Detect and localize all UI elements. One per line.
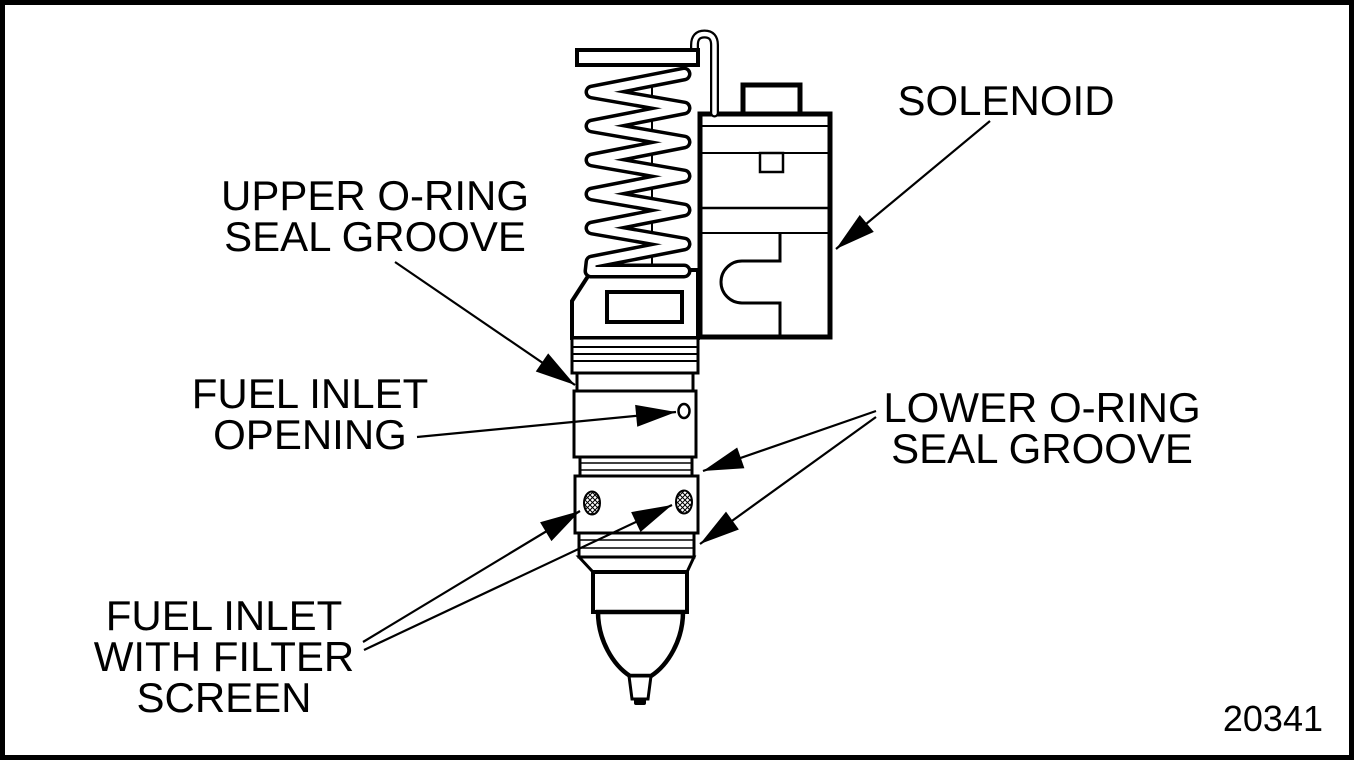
nozzle-tip xyxy=(627,674,653,701)
fuel-inlet-filter-arrow-2 xyxy=(363,504,673,651)
callout-fuel-inlet-filter-screen: FUEL INLET WITH FILTER SCREEN xyxy=(64,592,384,721)
injector-body xyxy=(570,268,700,705)
callout-line: OPENING xyxy=(213,411,407,458)
callout-upper-oring-seal-groove: UPPER O-RING SEAL GROOVE xyxy=(215,172,535,260)
figure-number: 20341 xyxy=(1222,698,1323,739)
callout-arrows xyxy=(362,120,991,651)
callout-line: FUEL INLET xyxy=(105,592,343,639)
callout-lower-oring-seal-groove: LOWER O-RING SEAL GROOVE xyxy=(882,384,1202,472)
lower-oring-arrow-1 xyxy=(702,409,877,473)
fuel-inlet-opening-hole xyxy=(677,402,691,420)
solenoid-assembly xyxy=(697,82,833,340)
solenoid-armature-detail xyxy=(719,233,782,335)
callout-solenoid: SOLENOID xyxy=(876,77,1136,124)
solenoid-arrow xyxy=(835,120,991,250)
spring-retainer-bar xyxy=(575,48,700,67)
lower-oring-arrow-2 xyxy=(699,416,877,545)
injector-body-slot xyxy=(605,290,684,324)
upper-band-section xyxy=(570,336,700,375)
upper-oring-seal-groove xyxy=(575,371,695,393)
lower-oring-seal-groove-1 xyxy=(578,455,694,478)
lower-oring-seal-groove-2 xyxy=(577,531,696,559)
callout-line: UPPER O-RING xyxy=(220,172,530,219)
spring-hook-fill xyxy=(692,31,717,116)
callout-line: FUEL INLET xyxy=(191,370,429,417)
nozzle-nut xyxy=(591,570,689,614)
spring-coil-fill xyxy=(587,70,688,275)
callout-line: WITH FILTER xyxy=(93,633,355,680)
callout-line: SEAL GROOVE xyxy=(891,425,1193,472)
mid-body-section xyxy=(572,389,698,459)
fuel-inlet-filter-arrow-1 xyxy=(362,510,581,643)
fuel-inlet-filter-screen-right xyxy=(675,489,693,515)
nozzle-dome xyxy=(595,609,686,679)
spring-hook-outline xyxy=(690,29,719,118)
nozzle-tip-nub xyxy=(634,698,646,705)
callout-line: SEAL GROOVE xyxy=(224,213,526,260)
solenoid-terminal-notch xyxy=(758,151,785,174)
solenoid-connector-tab xyxy=(740,82,803,117)
callout-line: SCREEN xyxy=(136,674,312,721)
fuel-inlet-filter-screen-left xyxy=(583,490,601,516)
solenoid-body xyxy=(697,111,833,340)
callout-line: LOWER O-RING xyxy=(883,384,1201,431)
fuel-inlet-opening-arrow xyxy=(416,404,677,439)
callout-line: SOLENOID xyxy=(897,77,1115,124)
body-transition xyxy=(575,555,697,574)
injector-spring xyxy=(575,29,719,279)
callout-fuel-inlet-opening: FUEL INLET OPENING xyxy=(150,370,470,458)
upper-oring-arrow xyxy=(394,261,576,386)
